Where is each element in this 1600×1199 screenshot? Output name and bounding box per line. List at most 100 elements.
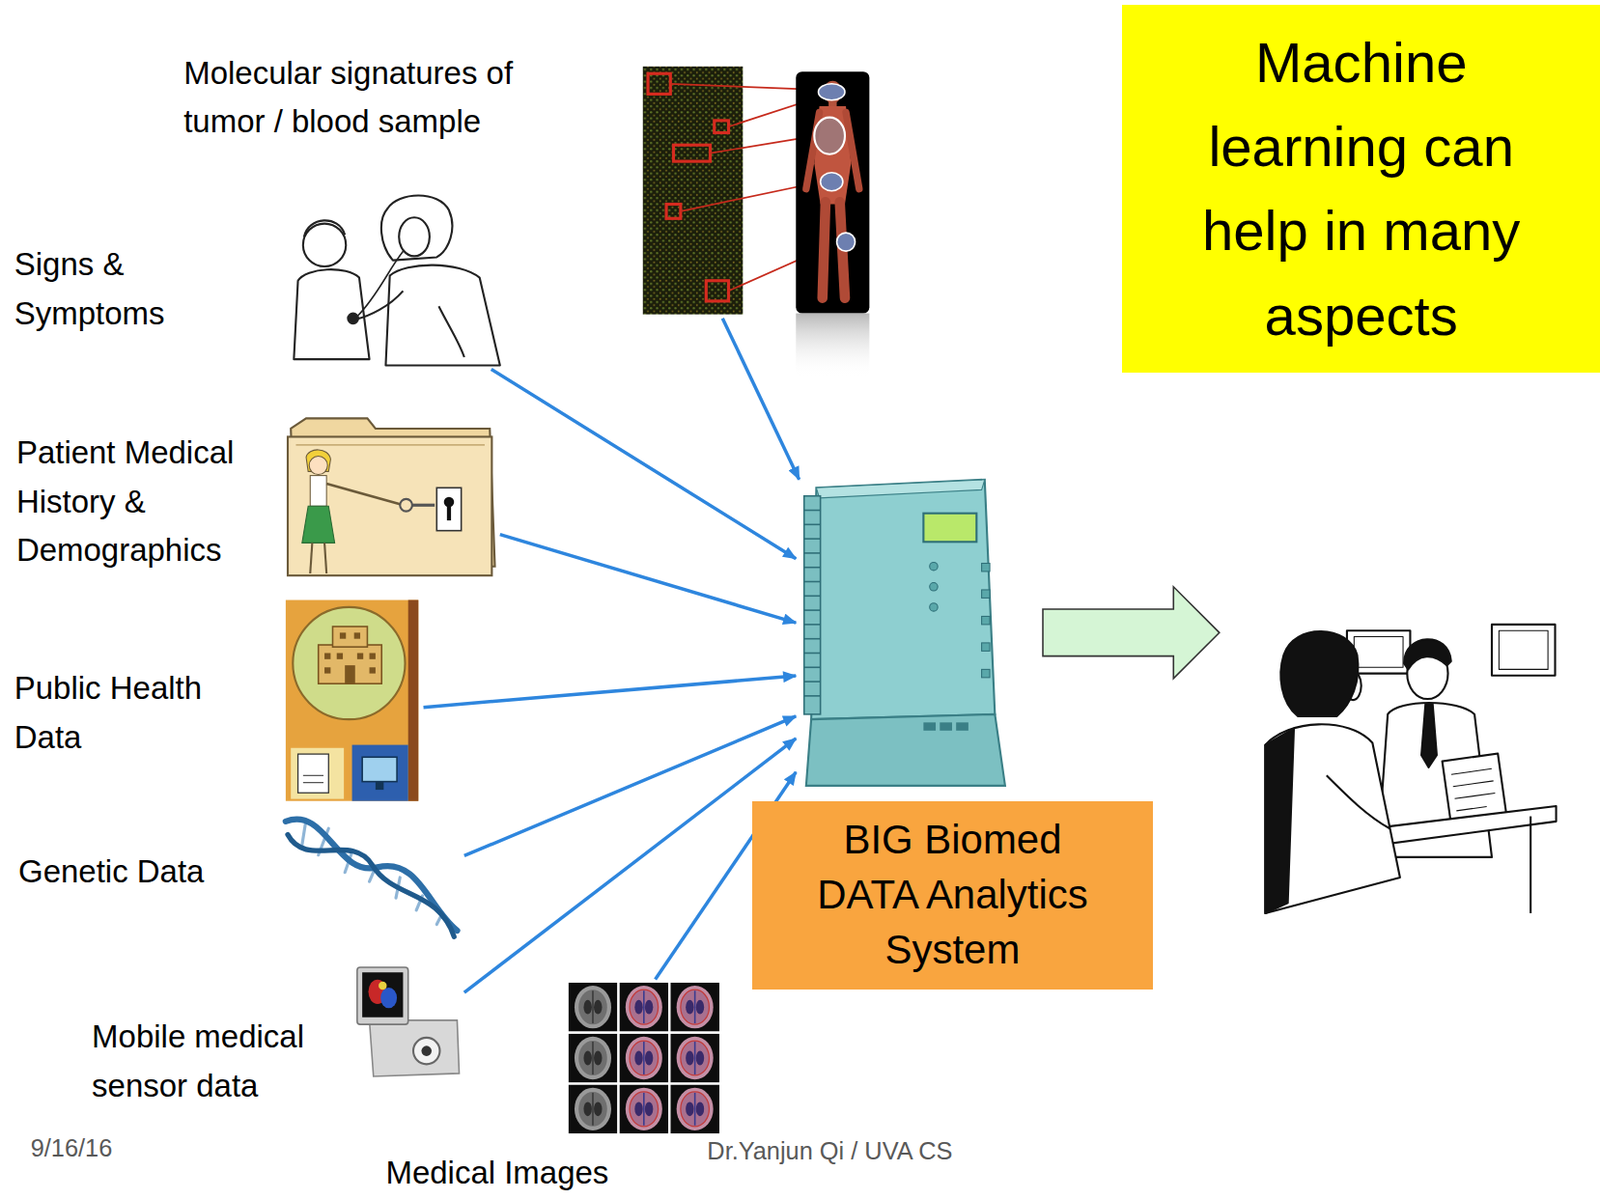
computer-tower-part-part <box>929 603 938 612</box>
data-flow-arrow <box>464 716 796 857</box>
public-health-icon-part <box>318 645 383 684</box>
computer-tower-part <box>923 513 977 543</box>
computer-tower-part-part <box>939 722 953 730</box>
mri-grid-part <box>618 1084 669 1134</box>
mobile-device-part <box>357 967 409 1025</box>
records-folder-part <box>436 487 461 531</box>
dna-helix <box>285 819 458 938</box>
doctor-patient-sketch-part <box>357 250 405 317</box>
mri-grid-part <box>568 1034 618 1084</box>
dna-helix-part <box>285 819 458 931</box>
consultation-sketch-part <box>1421 703 1437 768</box>
computer-tower-part-part <box>982 589 990 598</box>
computer-tower-part <box>811 479 995 720</box>
mri-grid-part <box>568 1084 618 1134</box>
anatomy-figure-part <box>820 172 843 192</box>
data-source: Public Health Data <box>10 596 424 807</box>
mobile-device <box>357 967 460 1077</box>
public-health-icon-part <box>298 754 330 793</box>
computer-tower-part-part <box>804 537 821 540</box>
callout-box: Machine learning can help in many aspect… <box>1122 4 1600 372</box>
computer-tower-part-part <box>982 643 990 651</box>
author-footer: Dr.Yanjun Qi / UVA CS <box>706 1136 953 1166</box>
public-health-icon-part <box>375 782 384 790</box>
computer-tower-part-part <box>804 638 821 641</box>
computer-tower-part-part <box>804 524 821 527</box>
data-source: Signs & Symptoms <box>10 192 506 370</box>
data-source: Mobile medical sensor data <box>87 960 465 1113</box>
records-folder-part <box>326 483 400 505</box>
computer-tower-part-part <box>804 566 821 569</box>
consultation-sketch-part <box>1264 729 1294 914</box>
computer-tower-part <box>806 714 1006 786</box>
microarray-image-part-part <box>705 280 729 302</box>
records-folder-part <box>295 444 485 447</box>
computer-tower-part-part <box>804 581 821 584</box>
public-health-icon <box>285 600 419 802</box>
public-health-icon-part <box>408 600 420 802</box>
computer-tower-part-part <box>923 722 936 730</box>
computer-tower-part-part <box>804 623 821 626</box>
doctor-patient-sketch-part <box>355 290 404 320</box>
public-health-icon-part-part <box>369 667 376 674</box>
dna-helix-part <box>287 835 454 938</box>
microarray-image-part <box>643 66 744 315</box>
computer-tower-part-part <box>804 652 821 655</box>
analytics-system: BIG Biomed DATA Analytics System <box>795 479 1153 990</box>
public-health-icon-part-part <box>324 652 331 659</box>
public-health-icon-part <box>324 632 376 684</box>
data-flow-arrow <box>464 738 796 993</box>
microarray-image-part <box>647 73 729 302</box>
computer-tower-part-part <box>804 552 821 555</box>
records-folder-part <box>399 499 413 512</box>
computer-tower-part <box>804 496 821 715</box>
source-label: Medical Images <box>385 1153 609 1193</box>
records-folder <box>287 418 496 576</box>
data-source: Genetic Data <box>14 808 465 945</box>
mri-grid-part <box>670 1084 720 1134</box>
doctor-patient-sketch-part <box>438 306 464 358</box>
public-health-icon-part <box>303 782 324 784</box>
records-folder-part <box>302 505 336 543</box>
computer-tower-part-part <box>804 509 821 512</box>
computer-tower-part-part <box>804 609 821 612</box>
doctor-patient-sketch <box>293 196 500 366</box>
public-health-icon-part <box>285 600 419 802</box>
computer-tower <box>804 479 1006 786</box>
mri-grid-part <box>568 982 618 1033</box>
anatomy-figure-part-part <box>845 112 860 189</box>
consultation-sketch-part <box>1264 724 1400 914</box>
data-flow-arrow <box>423 675 797 708</box>
records-folder-part <box>412 504 435 507</box>
consultation-sketch-part <box>1498 630 1548 670</box>
computer-tower-part <box>929 561 990 677</box>
computer-tower-part-part <box>929 583 938 591</box>
data-source: Molecular signatures of tumor / blood sa… <box>181 46 745 319</box>
system-label-box: BIG Biomed DATA Analytics System <box>752 801 1153 991</box>
source-label: Genetic Data <box>18 847 204 898</box>
data-flow-arrow <box>491 369 797 560</box>
data-flow-arrow <box>722 318 799 480</box>
computer-tower-part-part <box>955 722 969 730</box>
microarray-image-part-part <box>673 144 710 162</box>
public-health-icon-part-part <box>354 632 361 639</box>
mobile-device-part <box>362 972 403 1017</box>
public-health-icon-part-part <box>357 652 364 659</box>
computer-tower-part-part <box>982 616 990 624</box>
mri-grid <box>568 982 720 1134</box>
consultation-sketch-part <box>1326 775 1391 829</box>
mri-grid-part <box>618 982 669 1033</box>
consultation-sketch-part <box>1451 768 1497 812</box>
public-health-icon-part <box>290 748 344 800</box>
consultation-sketch-part <box>1529 816 1532 914</box>
data-flow-arrow <box>500 534 796 623</box>
records-folder-part <box>447 505 451 521</box>
public-health-icon-part-part <box>339 632 346 639</box>
mobile-device-part <box>380 987 397 1009</box>
mobile-device-part <box>369 1020 460 1077</box>
consultation-sketch-part-part <box>1453 781 1494 787</box>
mobile-device-part <box>421 1045 432 1057</box>
consultation-sketch-part <box>1353 637 1404 669</box>
data-source: Patient Medical History & Demographics <box>12 410 501 585</box>
consultation-sketch-part <box>1280 631 1358 717</box>
